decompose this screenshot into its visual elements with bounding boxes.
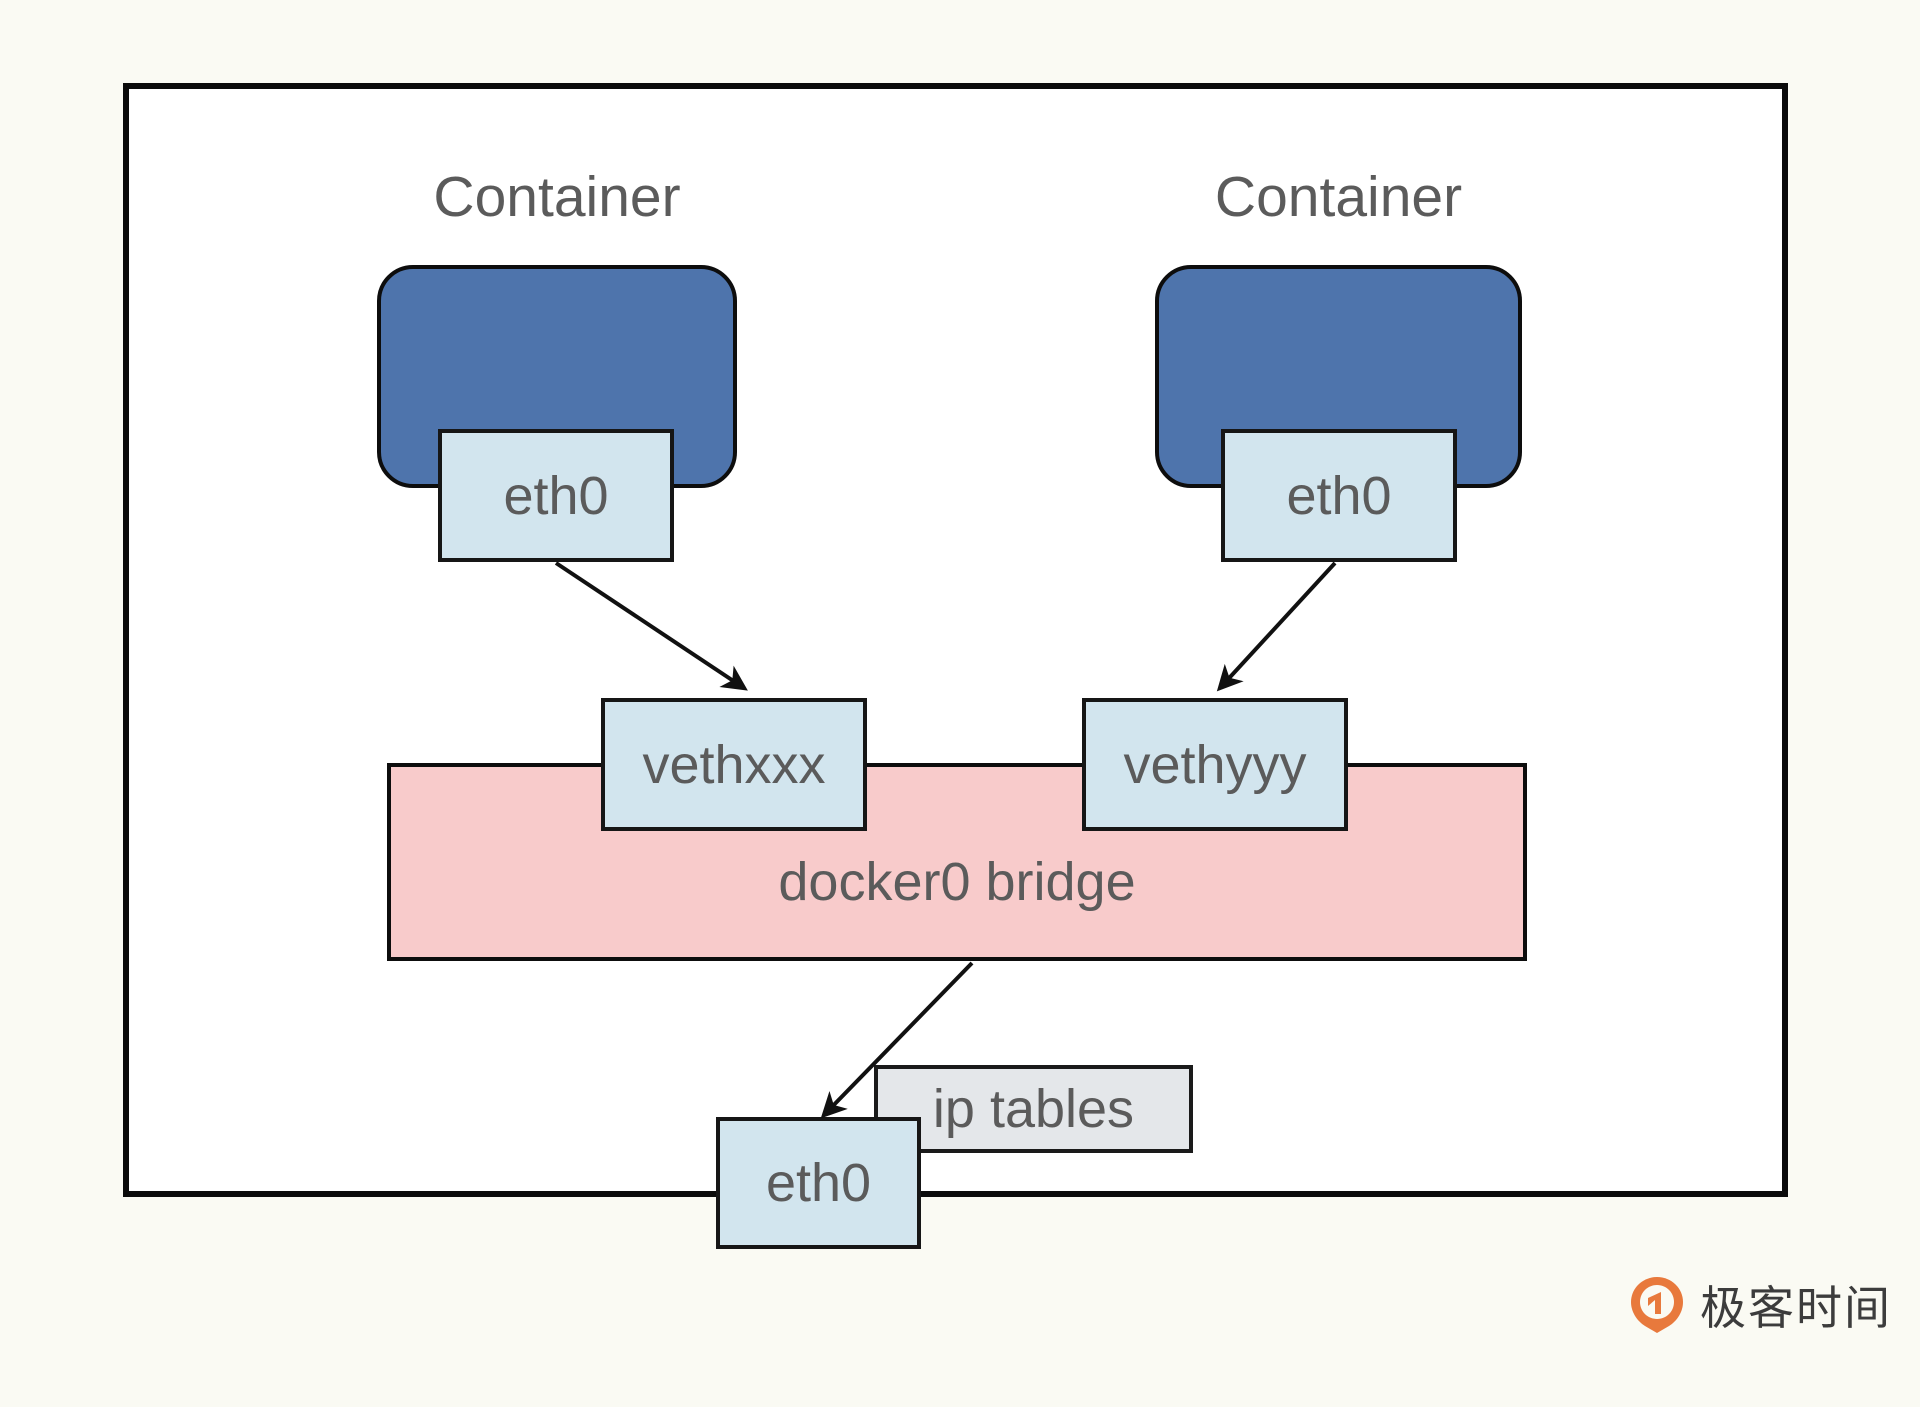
docker0-bridge: docker0 bridge	[387, 763, 1527, 961]
container-label-left: Container	[433, 164, 681, 229]
container-eth0-left: eth0	[438, 429, 674, 562]
host-eth0: eth0	[716, 1117, 921, 1249]
ip-tables-box: ip tables	[874, 1065, 1193, 1153]
host-frame	[123, 83, 1788, 1197]
brand-logo-text: 极客时间	[1700, 1281, 1892, 1335]
container-label-right: Container	[1214, 164, 1463, 229]
geektime-logo-icon	[1628, 1276, 1686, 1334]
brand-logo: 极客时间	[1628, 1272, 1892, 1338]
container-eth0-right: eth0	[1221, 429, 1457, 562]
veth-yyy: vethyyy	[1082, 698, 1348, 831]
veth-xxx: vethxxx	[601, 698, 867, 831]
